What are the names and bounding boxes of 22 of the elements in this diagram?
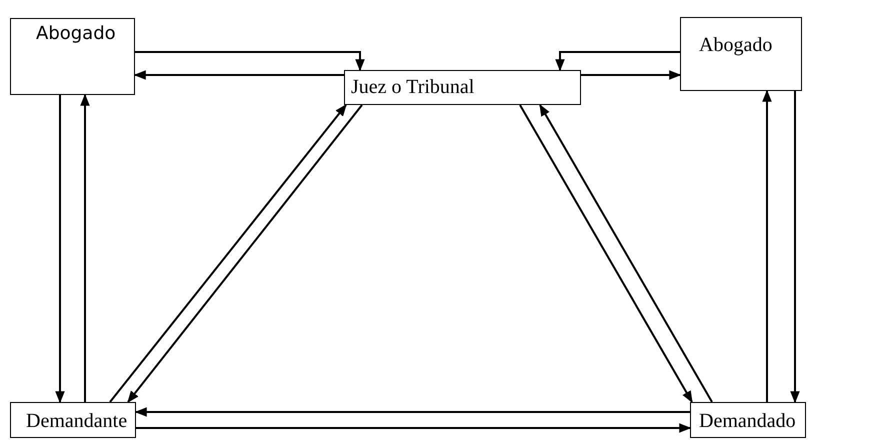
arrow [790, 91, 800, 404]
arrow [55, 95, 65, 404]
arrow [80, 94, 90, 402]
text-box [680, 17, 802, 91]
node-label: Abogado [36, 23, 116, 45]
text-box [10, 402, 136, 438]
arrow [539, 104, 713, 402]
text-box [344, 70, 581, 105]
arrow [581, 70, 682, 80]
arrow [134, 70, 344, 80]
arrow [135, 51, 365, 72]
arrow [136, 423, 692, 433]
node-label: Demandado [699, 410, 796, 432]
arrow [555, 51, 680, 72]
node-label: Abogado [699, 34, 772, 56]
node-label: Demandante [26, 410, 128, 432]
text-box [690, 402, 806, 438]
arrow [762, 90, 772, 402]
arrow [519, 104, 693, 404]
arrow [134, 407, 690, 417]
text-box [10, 18, 135, 95]
node-label: Juez o Tribunal [351, 76, 474, 98]
